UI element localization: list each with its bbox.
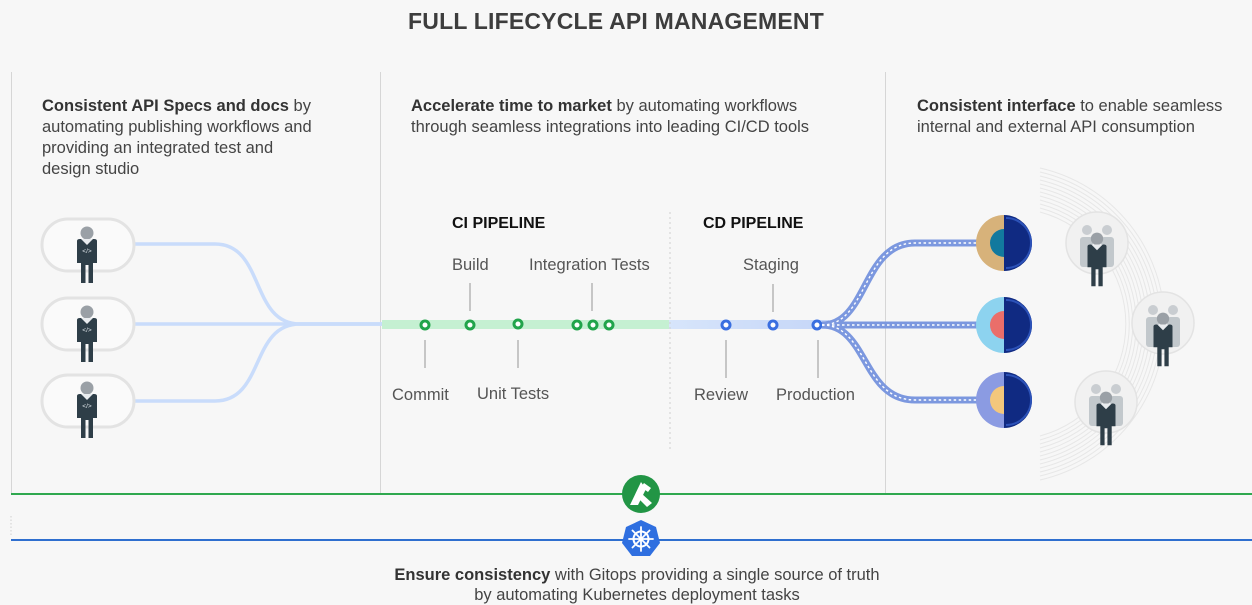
section-divider — [380, 72, 381, 494]
developer-pill-2 — [40, 296, 136, 362]
cd-pipeline-bar — [669, 320, 829, 329]
developer-pill-1 — [40, 217, 136, 283]
kubernetes-helm-icon — [622, 520, 660, 556]
left-section-heading: Consistent API Specs and docs — [42, 97, 289, 115]
ci-pipeline-bar — [382, 320, 669, 329]
right-section-description: Consistent interface to enable seamless … — [917, 97, 1223, 136]
dev-line-top — [130, 242, 382, 326]
api-portal-icon-3 — [976, 372, 1032, 428]
stage-build: Build — [452, 256, 489, 274]
stage-unit-tests: Unit Tests — [477, 385, 550, 403]
right-section-heading: Consistent interface — [917, 97, 1076, 115]
cd-pipeline-title: CD PIPELINE — [703, 215, 804, 232]
ci-node-integration-3 — [603, 319, 615, 331]
footer-description: Ensure consistency with Gitops providing… — [394, 566, 880, 604]
user-group-icon-2 — [1131, 291, 1195, 366]
ci-node-unit-tests — [512, 318, 524, 330]
page-title: FULL LIFECYCLE API MANAGEMENT — [408, 8, 824, 34]
ci-pipeline-title: CI PIPELINE — [452, 215, 546, 232]
ci-node-integration-2 — [587, 319, 599, 331]
api-portal-icon-1 — [976, 215, 1032, 271]
footer-heading: Ensure consistency — [394, 566, 551, 584]
ci-node-integration-1 — [571, 319, 583, 331]
section-divider — [11, 72, 12, 494]
cd-node-review — [720, 319, 732, 331]
middle-section-description: Accelerate time to market by automating … — [411, 97, 810, 136]
section-divider — [885, 72, 886, 494]
api-portal-icon-2 — [976, 297, 1032, 353]
dev-line-bottom — [130, 322, 382, 403]
ci-node-commit — [419, 319, 431, 331]
ci-node-build — [464, 319, 476, 331]
user-group-icon-3 — [1074, 370, 1138, 445]
argo-gitops-icon — [622, 475, 660, 513]
user-group-icon-1 — [1065, 211, 1129, 286]
developer-pill-3 — [40, 373, 136, 438]
stage-staging: Staging — [743, 256, 799, 274]
stage-commit: Commit — [392, 386, 449, 404]
stage-integration-tests: Integration Tests — [529, 256, 650, 274]
stage-review: Review — [694, 386, 749, 404]
middle-section-heading: Accelerate time to market — [411, 97, 612, 115]
left-section-description: Consistent API Specs and docs by automat… — [42, 97, 312, 178]
cd-node-production — [811, 319, 823, 331]
cd-node-staging — [767, 319, 779, 331]
stage-production: Production — [776, 386, 855, 404]
